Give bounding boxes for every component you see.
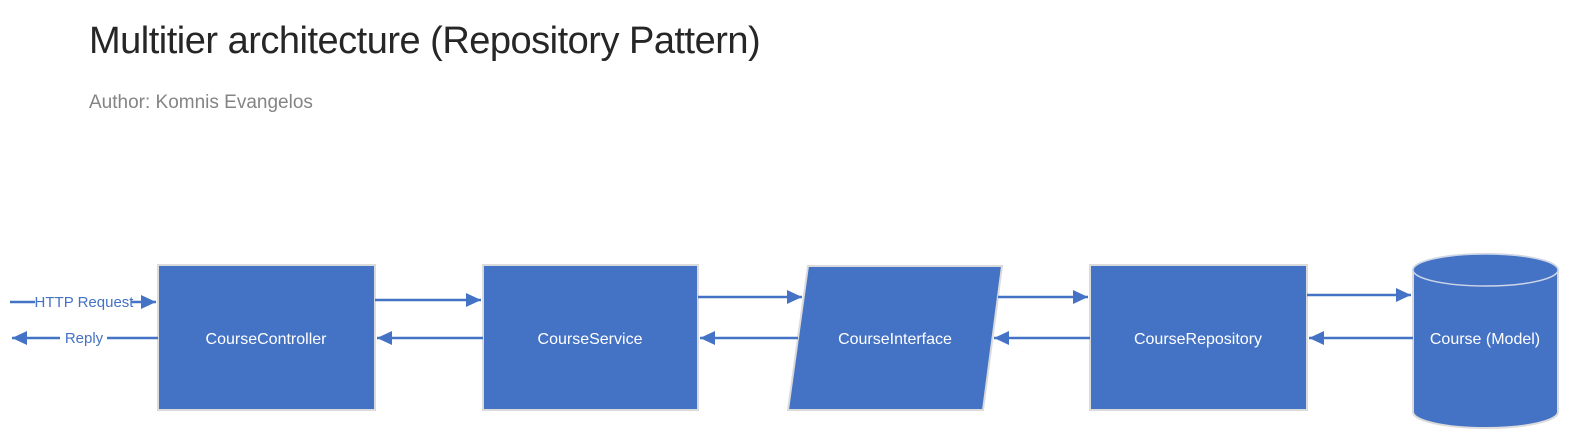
- course-repository-box: [1089, 264, 1308, 411]
- course-controller-label: CourseController: [206, 331, 328, 348]
- node-course-service: CourseService: [482, 264, 699, 411]
- course-model-label: Course (Model): [1430, 331, 1540, 348]
- node-course-controller: CourseController: [157, 264, 376, 411]
- course-service-label: CourseService: [538, 331, 643, 348]
- node-course-interface: CourseInterface: [786, 265, 1004, 411]
- course-model-cylinder-top: [1412, 253, 1559, 287]
- node-course-repository: CourseRepository: [1089, 264, 1308, 411]
- page-title: Multitier architecture (Repository Patte…: [89, 20, 761, 62]
- http-request-label: HTTP Request: [35, 294, 135, 311]
- course-controller-box: [157, 264, 376, 411]
- node-course-model: Course (Model): [1412, 253, 1559, 429]
- reply-label: Reply: [65, 330, 104, 347]
- edges: HTTP Request Reply: [10, 288, 1413, 347]
- course-service-box: [482, 264, 699, 411]
- reply-label-bg: [60, 329, 107, 347]
- http-request-label-bg: [35, 293, 131, 311]
- course-interface-label: CourseInterface: [838, 331, 952, 348]
- author-subtitle: Author: Komnis Evangelos: [89, 92, 313, 113]
- course-interface-parallelogram: [786, 265, 1004, 411]
- course-repository-label: CourseRepository: [1134, 331, 1262, 348]
